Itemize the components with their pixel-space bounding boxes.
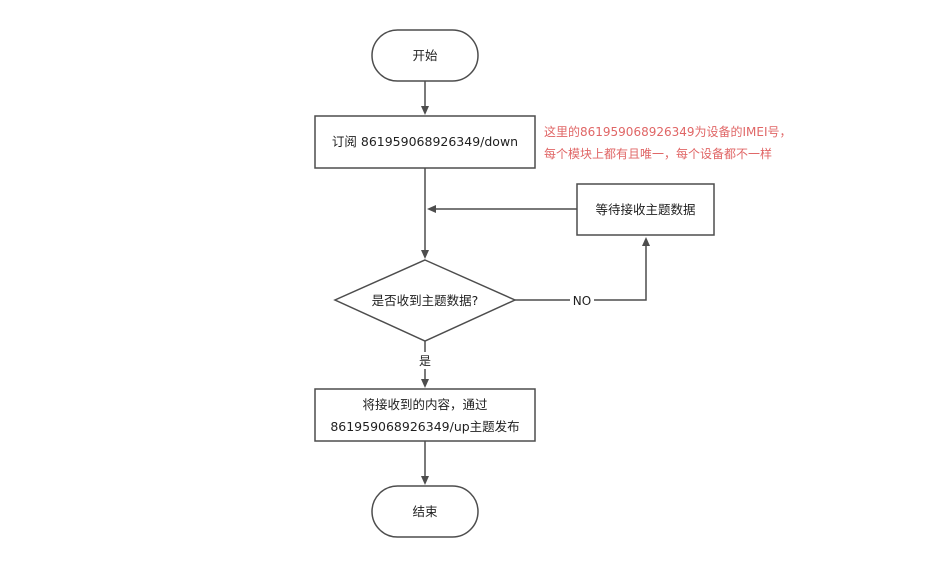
edge-yes-label-background bbox=[416, 352, 434, 369]
subscribe-node: 订阅 861959068926349/down bbox=[314, 115, 536, 169]
edge-decision-yes: 是 bbox=[416, 341, 434, 388]
publish-node-line1: 将接收到的内容，通过 bbox=[362, 397, 488, 412]
publish-node-line2: 861959068926349/up主题发布 bbox=[330, 419, 519, 434]
publish-node: 将接收到的内容，通过 861959068926349/up主题发布 bbox=[314, 388, 536, 442]
wait-node-label: 等待接收主题数据 bbox=[595, 202, 695, 217]
decision-node: 是否收到主题数据? bbox=[333, 259, 517, 342]
edge-publish-to-end bbox=[421, 441, 429, 485]
end-node-label: 结束 bbox=[412, 504, 438, 519]
wait-node: 等待接收主题数据 bbox=[576, 183, 715, 236]
subscribe-node-label: 订阅 861959068926349/down bbox=[332, 134, 518, 149]
edge-yes-label: 是 bbox=[419, 354, 431, 368]
start-node: 开始 bbox=[371, 29, 479, 82]
edge-no-label: NO bbox=[573, 294, 591, 308]
imei-note-line2: 每个模块上都有且唯一，每个设备都不一样 bbox=[544, 146, 772, 161]
start-node-label: 开始 bbox=[412, 48, 438, 63]
imei-note: 这里的861959068926349为设备的IMEI号， 每个模块上都有且唯一，… bbox=[544, 124, 792, 161]
edge-no-label-background bbox=[570, 292, 594, 308]
decision-node-label: 是否收到主题数据? bbox=[372, 293, 479, 308]
edge-subscribe-to-decision bbox=[421, 168, 429, 259]
imei-note-line1: 这里的861959068926349为设备的IMEI号， bbox=[544, 124, 792, 139]
end-node: 结束 bbox=[371, 485, 479, 538]
edge-start-to-subscribe bbox=[421, 81, 429, 115]
edge-wait-to-mainline bbox=[427, 205, 577, 213]
edge-decision-no: NO bbox=[515, 237, 650, 308]
